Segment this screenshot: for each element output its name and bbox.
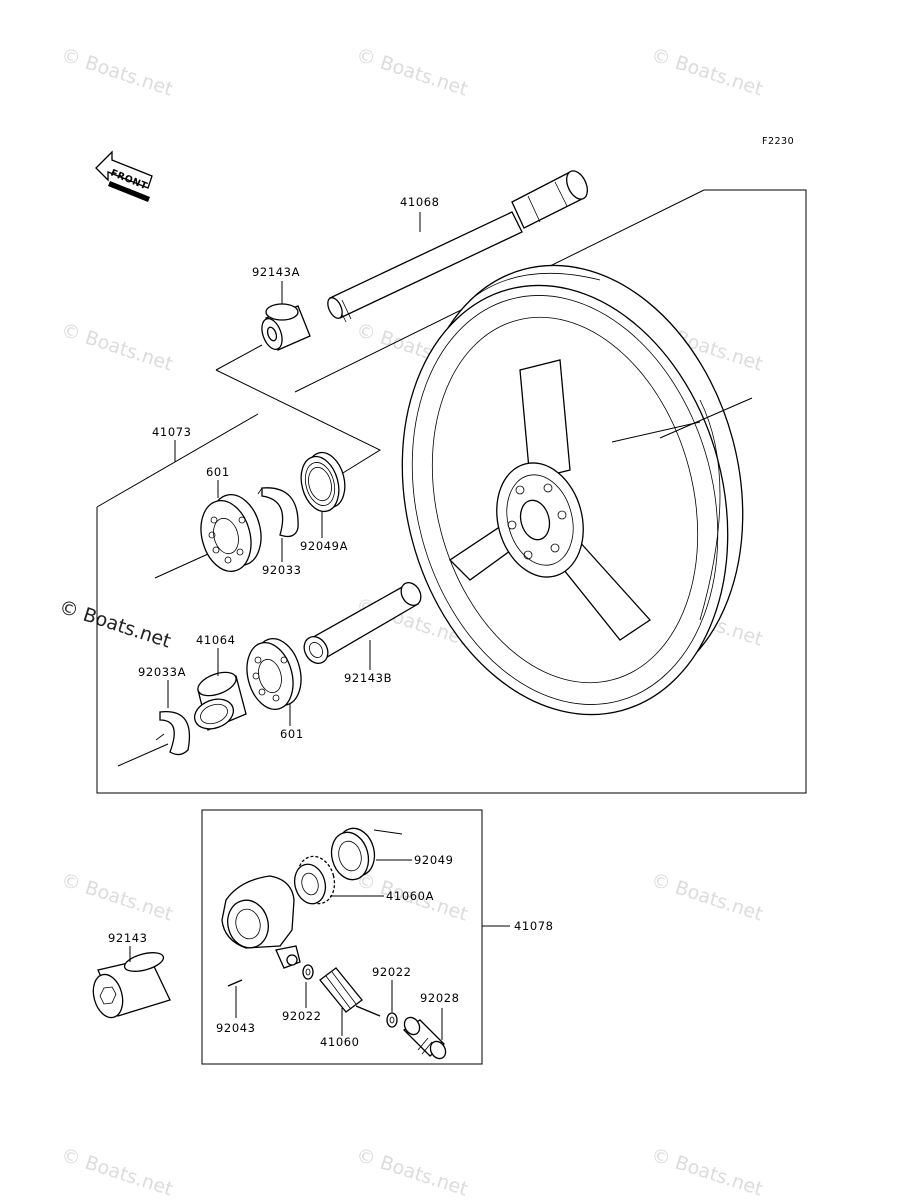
wheel-part	[401, 264, 744, 716]
part-label-41073: 41073	[152, 425, 192, 439]
bearing-bottom-part	[246, 638, 302, 710]
seal-a-part	[300, 451, 346, 513]
collar-b-part	[303, 582, 422, 664]
part-label-601-top: 601	[206, 465, 230, 479]
part-label-41064: 41064	[196, 633, 236, 647]
watermark: © Boats.net	[58, 869, 175, 926]
part-label-41078: 41078	[514, 919, 554, 933]
gear-a-part	[293, 855, 336, 905]
watermark: © Boats.net	[58, 319, 175, 376]
watermark: © Boats.net	[648, 44, 765, 101]
bushing-part	[402, 1016, 447, 1060]
watermark: © Boats.net	[353, 1144, 470, 1200]
watermark: © Boats.net	[648, 869, 765, 926]
collar-part	[92, 952, 171, 1019]
pin-part	[227, 979, 243, 987]
part-label-92143a: 92143A	[252, 265, 300, 279]
watermark: © Boats.net	[58, 44, 175, 101]
collar-a-part	[261, 303, 311, 351]
seal-part	[330, 827, 376, 881]
watermark: © Boats.net	[353, 44, 470, 101]
figure-code: F2230	[762, 136, 794, 147]
spacer-part	[193, 671, 247, 731]
gear-shaft-part	[319, 967, 381, 1017]
part-label-92022-bottom: 92022	[282, 1009, 322, 1023]
part-label-41060a: 41060A	[386, 889, 434, 903]
part-label-92143: 92143	[108, 931, 148, 945]
washer-top-part	[302, 964, 314, 980]
part-label-92049: 92049	[414, 853, 454, 867]
part-label-92028: 92028	[420, 991, 460, 1005]
part-label-92033a: 92033A	[138, 665, 186, 679]
front-arrow-icon: FRONT	[95, 150, 153, 202]
watermark: © Boats.net	[648, 1144, 765, 1200]
part-label-92022-top: 92022	[372, 965, 412, 979]
part-label-41060: 41060	[320, 1035, 360, 1049]
part-label-92143b: 92143B	[344, 671, 392, 685]
gearbox-frame	[201, 809, 483, 1065]
part-label-92033: 92033	[262, 563, 302, 577]
circlip-a-part	[155, 711, 191, 756]
part-label-601-bottom: 601	[280, 727, 304, 741]
part-label-92043: 92043	[216, 1021, 256, 1035]
part-label-41068: 41068	[400, 195, 440, 209]
washer-bottom-part	[386, 1012, 398, 1028]
watermark: © Boats.net	[58, 1144, 175, 1200]
bearing-top-part	[200, 494, 262, 572]
part-label-92049a: 92049A	[300, 539, 348, 553]
axle-part	[327, 170, 588, 323]
circlip-part	[257, 487, 299, 538]
gearbox-housing-part	[221, 875, 301, 969]
watermark-dark: © Boats.net	[56, 596, 173, 653]
